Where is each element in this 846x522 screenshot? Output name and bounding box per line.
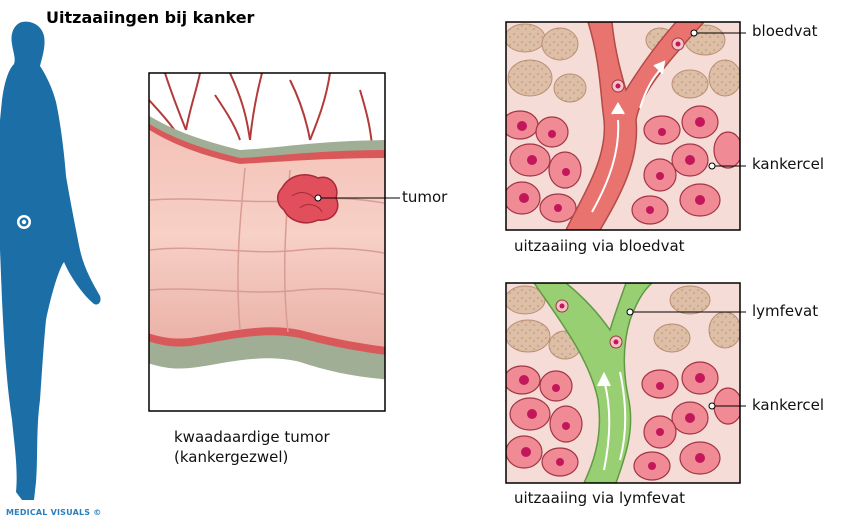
credit-text: MEDICAL VISUALS © xyxy=(6,508,101,517)
label-lymfevat: lymfevat xyxy=(752,302,818,320)
label-kankercel-lymph: kankercel xyxy=(752,396,824,414)
caption-lymph: uitzaaiing via lymfevat xyxy=(514,489,685,507)
